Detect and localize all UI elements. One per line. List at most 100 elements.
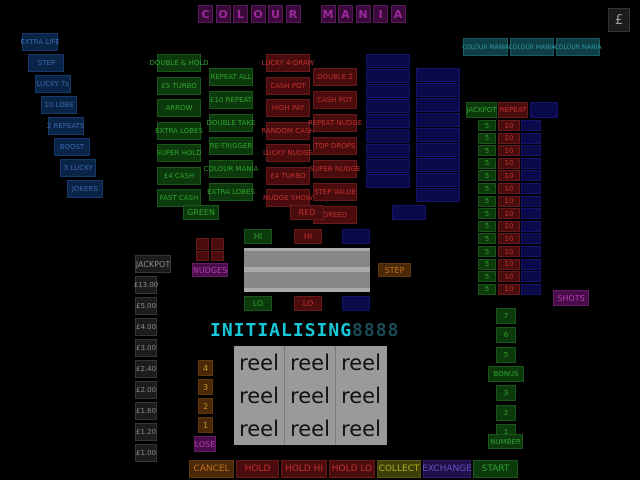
bonus-step: 7 <box>496 308 516 324</box>
ladder-value-green: 5 <box>478 208 496 220</box>
title-letter: C <box>198 5 213 23</box>
reel-divider <box>284 346 285 445</box>
red-feature: CASH POT <box>313 91 357 109</box>
ladder-value-red: 10 <box>498 271 520 283</box>
red-feature: CASH POT <box>266 76 310 95</box>
reel-symbol: reel <box>290 383 330 408</box>
green-feature: FAST CASH <box>157 189 201 207</box>
status-dim-digits: 8888 <box>352 320 400 341</box>
ladder-value-navy <box>521 246 541 257</box>
hilo-display <box>244 248 370 292</box>
title-letter: M <box>320 5 336 23</box>
unlit-feature <box>366 159 410 173</box>
ladder-value-green: 5 <box>478 132 496 144</box>
hold-button[interactable]: HOLD <box>236 460 279 478</box>
reel-symbol: reel <box>239 383 279 408</box>
ladder-value-navy <box>521 183 541 194</box>
hi-green-button[interactable]: HI <box>244 229 272 244</box>
ladder-value-green: 5 <box>478 195 496 207</box>
ladder-value-green: 5 <box>478 246 496 257</box>
ladder-value-navy <box>521 208 541 220</box>
collect-button[interactable]: COLLECT <box>377 460 421 478</box>
step-button[interactable]: STEP <box>378 263 411 277</box>
currency-button[interactable]: £ <box>608 8 630 32</box>
hold-indicator: 3 <box>198 379 213 395</box>
ladder-value-red: 10 <box>498 145 520 157</box>
ladder-value-navy <box>521 145 541 157</box>
hi-navy-button[interactable] <box>342 229 370 244</box>
ladder-value-navy <box>521 120 541 131</box>
shots-label: SHOTS <box>553 290 589 306</box>
ladder-value-navy <box>521 283 541 295</box>
cancel-button[interactable]: CANCEL <box>189 460 234 478</box>
ladder-value-red: 10 <box>498 195 520 207</box>
ladder-value-red: 10 <box>498 258 520 270</box>
ladder-value-navy <box>521 233 541 245</box>
ladder-step: 10 LOBE <box>41 96 78 114</box>
ladder-step: LUCKY 7s <box>34 75 71 93</box>
green-feature: £4 CASH <box>157 166 201 185</box>
red-feature: TOP DROPS <box>313 137 357 155</box>
repeat-header: REPEAT <box>498 102 528 118</box>
unlit-feature <box>416 68 460 82</box>
lose-label: LOSE <box>194 436 216 452</box>
ladder-value-navy <box>521 157 541 169</box>
ladder-value-green: 5 <box>478 170 496 182</box>
reel-symbol: reel <box>341 383 381 408</box>
unlit-feature <box>416 128 460 142</box>
red-feature: DOUBLE 2 <box>313 68 357 86</box>
lo-green-button[interactable]: LO <box>244 296 272 311</box>
ladder-value-green: 5 <box>478 258 496 270</box>
red-feature: LUCKY 4-DRAW <box>262 54 314 72</box>
title-letter: A <box>338 5 353 23</box>
ladder-value-red: 10 <box>498 208 520 220</box>
payout-value: £1.60 <box>135 402 157 420</box>
title-letter: O <box>215 5 231 23</box>
ladder-value-red: 10 <box>498 220 520 232</box>
red-feature: STEP VALUE <box>313 183 357 201</box>
ladder-value-green: 5 <box>478 220 496 232</box>
green-feature: REPEAT ALL <box>209 68 253 86</box>
unlit-feature <box>416 143 460 157</box>
title-letter: R <box>285 5 301 23</box>
jackpot-label: JACKPOT <box>135 255 171 273</box>
ladder-value-navy <box>521 271 541 283</box>
ladder-value-green: 5 <box>478 271 496 283</box>
title-letter: L <box>233 5 248 23</box>
unlit-feature <box>366 129 410 143</box>
payout-value: £5.00 <box>135 297 157 315</box>
title-letter: O <box>250 5 266 23</box>
bonus-step: 2 <box>496 404 516 421</box>
bonus-step: 6 <box>496 327 516 344</box>
title-letter: U <box>268 5 283 23</box>
unlit-feature <box>366 174 410 188</box>
top-tab-1[interactable]: COLOUR MANIA <box>462 38 509 56</box>
hold-lo-button[interactable]: HOLD LO <box>329 460 375 478</box>
lo-red-button[interactable]: LO <box>294 296 322 311</box>
number-label: NUMBER <box>488 434 523 449</box>
lo-navy-button[interactable] <box>342 296 370 311</box>
nudge-light-2 <box>211 238 224 250</box>
red-feature: HIGH PAY <box>266 99 310 117</box>
red-feature: NUDGE SHOW <box>263 189 313 207</box>
exchange-button[interactable]: EXCHANGE <box>422 460 472 478</box>
navy-header <box>530 102 558 118</box>
top-tab-2[interactable]: COLOUR MANIA <box>509 38 555 56</box>
ladder-value-red: 10 <box>498 132 520 144</box>
payout-value: £2.40 <box>135 360 157 378</box>
payout-value: £3.00 <box>135 339 157 357</box>
hold-indicator: 1 <box>198 417 213 433</box>
unlit-feature <box>366 84 410 98</box>
hold-hi-button[interactable]: HOLD HI <box>281 460 327 478</box>
red-feature: £4 TURBO <box>266 166 310 185</box>
unlit-feature <box>416 98 460 112</box>
green-feature: ARROW <box>157 99 201 117</box>
green-feature: DOUBLE & HOLD <box>149 54 209 72</box>
ladder-value-red: 10 <box>498 157 520 169</box>
red-colour-label: RED <box>290 205 324 220</box>
top-tab-3[interactable]: COLOUR MANIA <box>555 38 601 56</box>
start-button[interactable]: START <box>473 460 518 478</box>
reel-symbol: reel <box>290 416 330 441</box>
hi-red-button[interactable]: HI <box>294 229 322 244</box>
